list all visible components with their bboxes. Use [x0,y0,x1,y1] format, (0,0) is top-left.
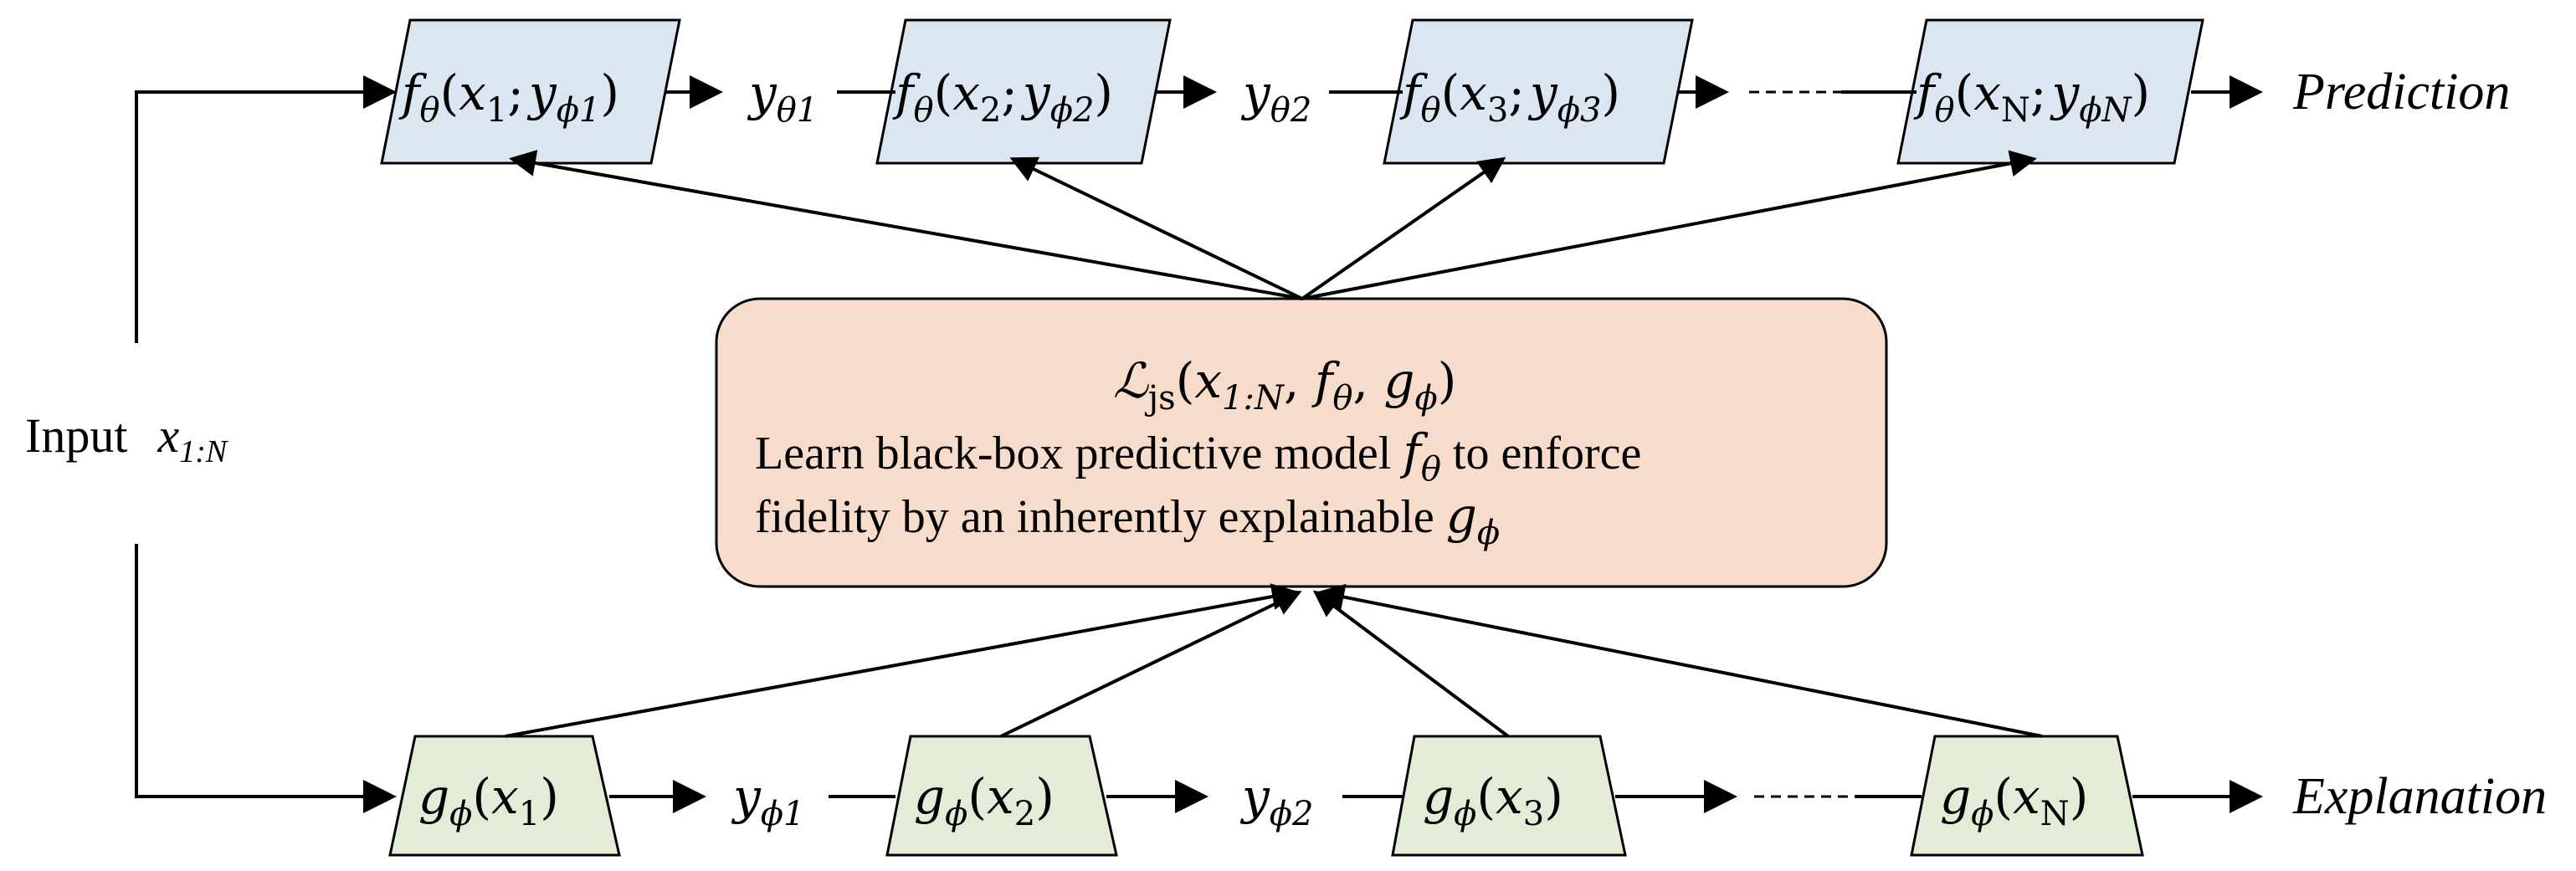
predictor-3-shape [1383,18,1694,165]
pred-output-1: yθ1 [747,64,818,130]
explainer-3-label: gϕ(x3) [1423,768,1563,833]
predictor-1-shape [380,18,681,165]
explainer-n: gϕ(xN) [1910,735,2144,857]
fidelity-objective-box: ℒjs(x1:N, fθ, gϕ) Learn black-box predic… [715,297,1888,588]
expl-output-2: yϕ2 [1239,768,1314,833]
expl-output-1: yϕ1 [731,768,805,833]
edge-objective-to-pred2 [1009,156,1303,300]
explainer-3: gϕ(x3) [1391,735,1627,857]
predictor-1-label: fθ(x1;yϕ1) [398,64,619,130]
predictor-1: fθ(x1;yϕ1) [380,18,681,165]
explainer-1-shape [388,735,621,857]
explainer-1: gϕ(x1) [388,735,621,857]
edge-objective-to-pred1 [509,150,1303,300]
explainer-n-shape [1910,735,2144,857]
edge-objective-to-pred3 [1301,156,1506,300]
edge-input-to-pred1 [135,75,397,343]
predictor-n-label: fθ(xN;yϕN) [1913,64,2150,130]
pred-output-2: yθ2 [1240,64,1311,130]
edge-input-to-expl1 [135,544,397,813]
explainer-3-shape [1391,735,1627,857]
edge-expl1-to-objective [505,583,1299,738]
edge-expl3-to-objective [1312,590,1510,738]
loss-expression: ℒjs(x1:N, fθ, gϕ) [1113,352,1456,418]
explainer-2-shape [885,735,1118,857]
explainer-2: gϕ(x2) [885,735,1118,857]
predictor-n-shape [1896,18,2204,165]
objective-line-1: Learn black-box predictive model fθ to e… [755,423,1641,489]
predictor-2-shape [875,18,1172,165]
objective-line-2: fidelity by an inherently explainable gϕ [755,487,1500,552]
predictor-2: fθ(x2;yϕ2) [875,18,1172,165]
explainer-2-label: gϕ(x2) [914,768,1055,833]
predictor-n: fθ(xN;yϕN) [1896,18,2204,165]
explanation-label: Explanation [2292,768,2547,825]
edge-expln-to-objective [1317,583,2043,738]
edge-expl2-to-objective [1000,590,1302,738]
explainer-1-label: gϕ(x1) [418,768,559,833]
predictor-3: fθ(x3;yϕ3) [1383,18,1694,165]
edge-objective-to-predn [1301,150,2037,300]
prediction-label: Prediction [2292,64,2510,120]
explainer-n-label: gϕ(xN) [1940,768,2088,833]
